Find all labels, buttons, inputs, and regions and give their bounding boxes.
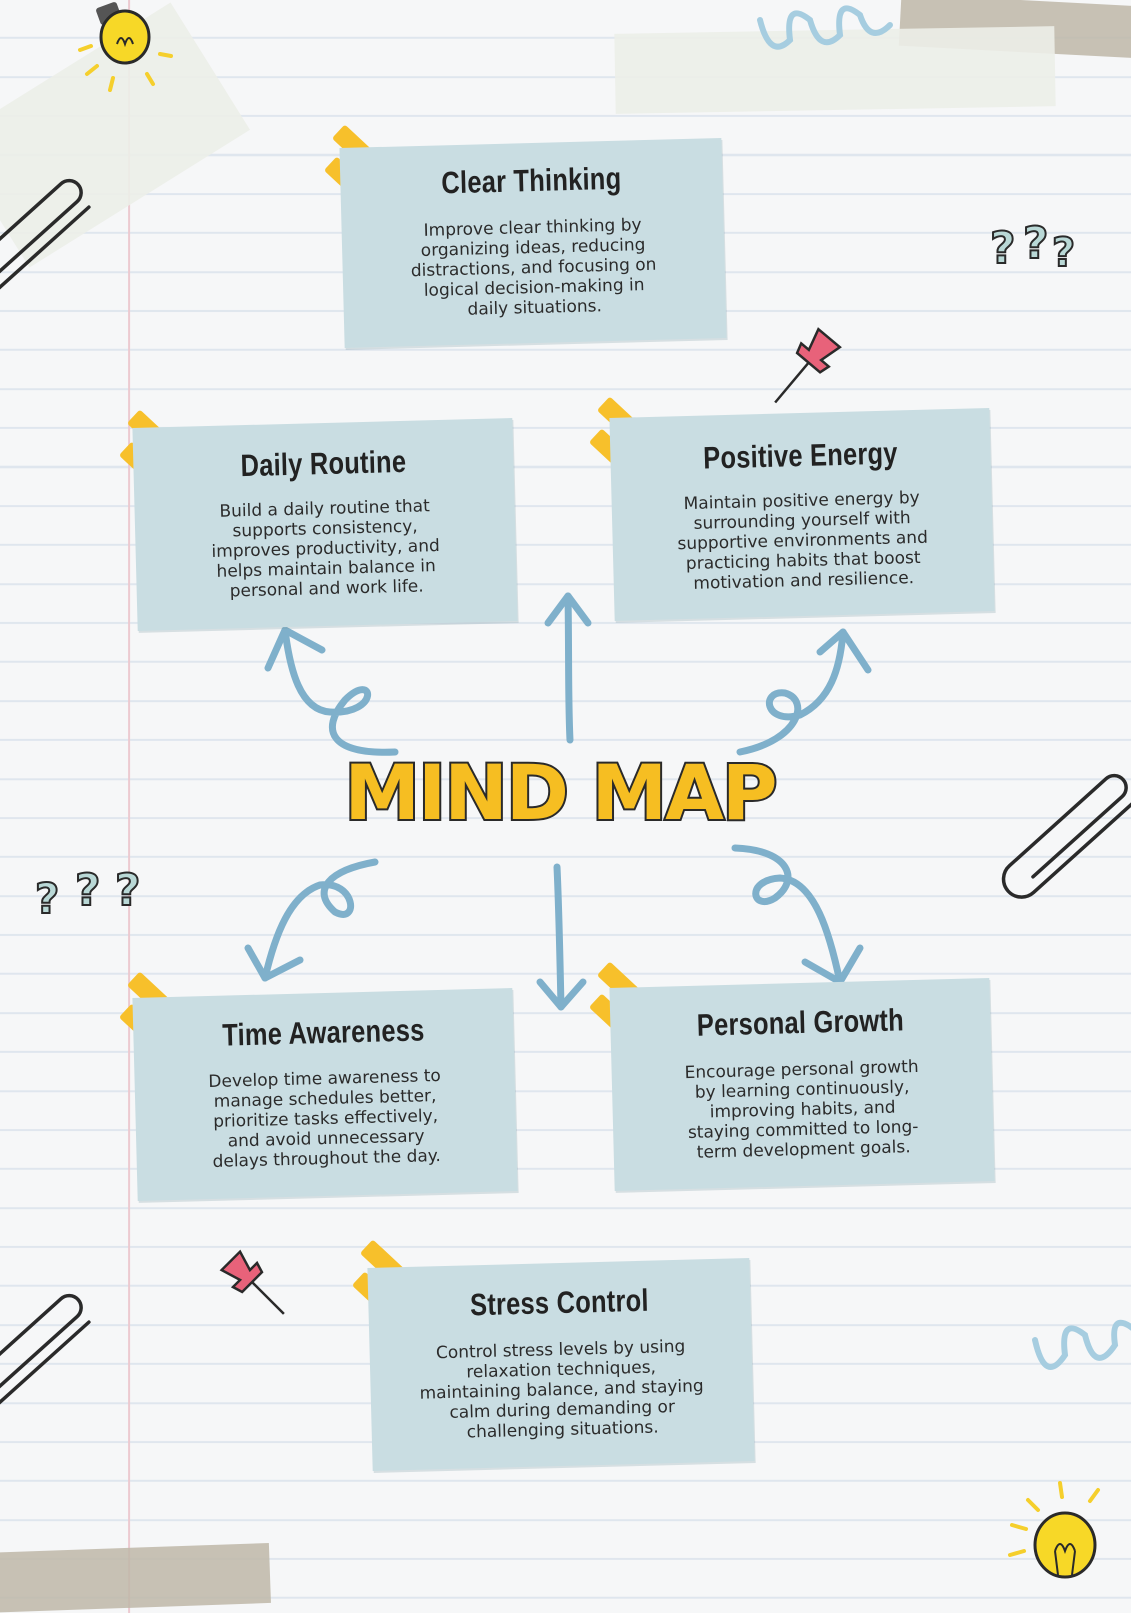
svg-text:?: ?: [35, 874, 59, 923]
node-clear-thinking: Clear Thinking Improve clear thinking by…: [339, 138, 727, 348]
node-description: Develop time awareness to manage schedul…: [208, 1065, 442, 1172]
arrow-down-center: [553, 863, 565, 1011]
node-title: Daily Routine: [240, 443, 407, 484]
arrow-to-personal-growth-head: [801, 944, 864, 986]
svg-text:?: ?: [990, 223, 1016, 274]
arrow-down-center-head: [536, 978, 587, 1011]
node-description: Build a daily routine that supports cons…: [211, 496, 441, 602]
paperclip-icon: [1001, 773, 1131, 899]
pushpin-icon: [219, 1249, 285, 1315]
arrow-to-positive-energy-head: [816, 628, 872, 674]
arrow-to-time-awareness-head: [244, 944, 304, 982]
arrow-to-daily-routine: [281, 626, 399, 756]
mind-map-title: MIND MAP: [342, 746, 779, 839]
paperclip-icon: [0, 1293, 91, 1419]
question-marks-icon: ? ? ?: [34, 864, 142, 924]
squiggle-icon: [1032, 1319, 1131, 1370]
svg-text:?: ?: [1023, 218, 1049, 269]
tape-bottom-left: [0, 1542, 271, 1613]
arrow-up-center: [564, 592, 574, 744]
node-title: Clear Thinking: [440, 160, 622, 201]
pushpin-icon: [774, 327, 842, 404]
node-time-awareness: Time Awareness Develop time awareness to…: [132, 988, 518, 1201]
node-stress-control: Stress Control Control stress levels by …: [367, 1258, 755, 1471]
arrow-to-time-awareness: [261, 858, 379, 982]
node-title: Positive Energy: [702, 435, 899, 476]
question-marks-icon: ? ? ?: [989, 217, 1076, 277]
paper-strip-top-left: [0, 2, 250, 268]
node-positive-energy: Positive Energy Maintain positive energy…: [609, 408, 995, 621]
node-daily-routine: Daily Routine Build a daily routine that…: [132, 418, 518, 631]
node-description: Control stress levels by using relaxatio…: [419, 1336, 704, 1443]
svg-text:?: ?: [115, 865, 141, 916]
arrow-to-daily-routine-head: [264, 626, 326, 672]
arrow-up-center-head: [544, 592, 592, 627]
arrow-to-personal-growth: [731, 844, 844, 986]
light-bulb-icon: [1008, 1481, 1100, 1579]
node-description: Encourage personal growth by learning co…: [684, 1056, 919, 1163]
svg-text:?: ?: [1052, 230, 1075, 276]
node-title: Personal Growth: [696, 1002, 905, 1043]
node-title: Time Awareness: [221, 1012, 425, 1053]
node-description: Maintain positive energy by surrounding …: [677, 487, 929, 594]
paper-strip-top: [614, 26, 1056, 114]
svg-text:?: ?: [75, 865, 101, 916]
node-description: Improve clear thinking by organizing ide…: [410, 215, 657, 320]
arrow-to-positive-energy: [736, 628, 847, 756]
node-personal-growth: Personal Growth Encourage personal growt…: [609, 978, 995, 1191]
node-title: Stress Control: [469, 1282, 650, 1323]
